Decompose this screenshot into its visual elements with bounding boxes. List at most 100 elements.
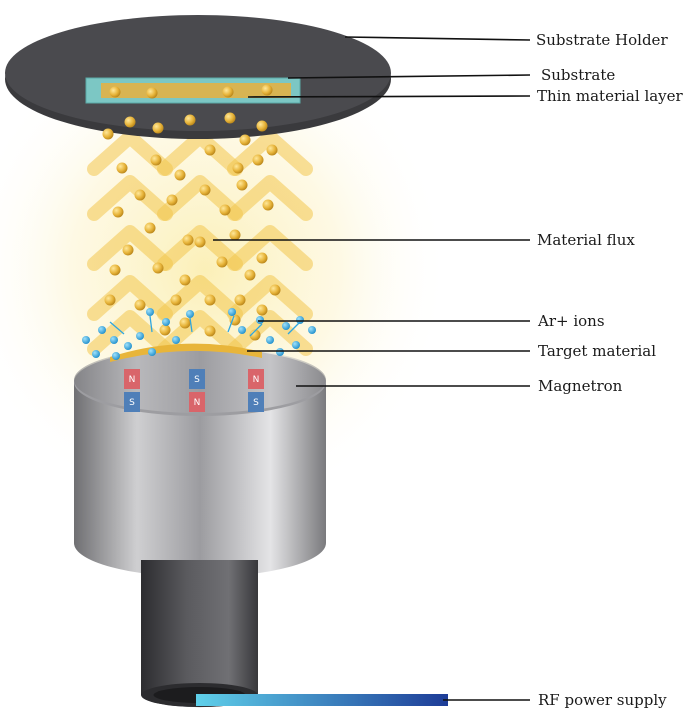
label-thin-material-layer: Thin material layer bbox=[537, 87, 684, 105]
ar-ion bbox=[162, 318, 170, 326]
magnet-pole-label: N bbox=[253, 375, 260, 385]
material-particle bbox=[229, 229, 241, 241]
magnet-pole-label: S bbox=[253, 398, 259, 408]
material-particle bbox=[122, 244, 134, 256]
label-rf-power-supply: RF power supply bbox=[538, 691, 667, 709]
ar-ion bbox=[228, 308, 236, 316]
leader-thin-layer bbox=[247, 95, 531, 98]
material-particle bbox=[216, 256, 228, 268]
ion-arrow bbox=[287, 321, 301, 335]
leader-substrate-holder bbox=[344, 36, 531, 41]
flux-chevron bbox=[227, 130, 313, 176]
magnet-pole-label: N bbox=[129, 375, 136, 385]
material-particle bbox=[194, 236, 206, 248]
ar-ion bbox=[276, 348, 284, 356]
ion-arrow bbox=[249, 323, 263, 337]
ar-ion bbox=[148, 348, 156, 356]
ar-ion bbox=[92, 350, 100, 358]
label-substrate-holder: Substrate Holder bbox=[536, 31, 668, 49]
magnet-pole-n bbox=[189, 392, 205, 412]
material-particle bbox=[266, 144, 278, 156]
material-particle bbox=[256, 252, 268, 264]
material-particle bbox=[109, 86, 121, 98]
flux-chevron bbox=[87, 225, 173, 271]
material-particle bbox=[204, 325, 216, 337]
material-particle bbox=[222, 86, 234, 98]
flux-chevron bbox=[227, 310, 313, 356]
material-particle bbox=[256, 304, 268, 316]
target-material bbox=[110, 343, 262, 362]
rf-cable bbox=[196, 694, 448, 706]
material-particle bbox=[134, 299, 146, 311]
material-particle bbox=[179, 317, 191, 329]
flux-chevron bbox=[87, 310, 173, 356]
magnet-pole-s bbox=[189, 369, 205, 389]
ar-ion bbox=[110, 336, 118, 344]
magnet-pole-n bbox=[248, 369, 264, 389]
ar-ion bbox=[292, 341, 300, 349]
material-particle bbox=[249, 329, 261, 341]
material-particle bbox=[244, 269, 256, 281]
material-particle bbox=[104, 294, 116, 306]
material-particle bbox=[166, 194, 178, 206]
material-particles bbox=[102, 84, 281, 341]
ar-ion bbox=[112, 352, 120, 360]
magnet-pole-s bbox=[124, 392, 140, 412]
label-ar-ions: Ar+ ions bbox=[537, 312, 605, 330]
label-magnetron: Magnetron bbox=[538, 377, 623, 395]
magnet-pole-label: S bbox=[194, 375, 200, 385]
ar-ion bbox=[146, 308, 154, 316]
material-particle bbox=[144, 222, 156, 234]
ar-ion bbox=[282, 322, 290, 330]
material-particle bbox=[262, 199, 274, 211]
leader-lines bbox=[213, 36, 531, 701]
material-particle bbox=[199, 184, 211, 196]
magnetron-stem bbox=[141, 560, 258, 708]
label-material-flux: Material flux bbox=[537, 231, 635, 249]
flux-chevron bbox=[157, 225, 243, 271]
ar-ion bbox=[238, 326, 246, 334]
ar-ion bbox=[98, 326, 106, 334]
leader-substrate bbox=[287, 74, 531, 79]
ion-arrow bbox=[227, 315, 235, 333]
material-particle bbox=[146, 87, 158, 99]
ar-ion bbox=[82, 336, 90, 344]
material-particle bbox=[184, 114, 196, 126]
magnet-pole-label: N bbox=[194, 398, 201, 408]
ar-ion bbox=[296, 316, 304, 324]
material-particle bbox=[252, 154, 264, 166]
ion-arrow bbox=[189, 317, 193, 333]
ar-ion bbox=[172, 336, 180, 344]
magnet-pole-n bbox=[124, 369, 140, 389]
material-particle bbox=[124, 116, 136, 128]
ar-ion bbox=[308, 326, 316, 334]
material-particle bbox=[256, 120, 268, 132]
flux-chevron bbox=[227, 275, 313, 321]
material-particle bbox=[182, 234, 194, 246]
material-particle bbox=[150, 154, 162, 166]
material-particle bbox=[109, 264, 121, 276]
ar-ion bbox=[256, 316, 264, 324]
ar-ion bbox=[136, 332, 144, 340]
ar-ion bbox=[266, 336, 274, 344]
ar-ion-particles bbox=[82, 308, 316, 360]
material-particle bbox=[269, 284, 281, 296]
material-particle bbox=[102, 128, 114, 140]
material-particle bbox=[179, 274, 191, 286]
label-substrate: Substrate bbox=[541, 66, 615, 84]
material-particle bbox=[174, 169, 186, 181]
material-particle bbox=[224, 112, 236, 124]
material-particle bbox=[204, 144, 216, 156]
material-particle bbox=[234, 294, 246, 306]
material-particle bbox=[152, 262, 164, 274]
material-particle bbox=[116, 162, 128, 174]
flux-chevron bbox=[227, 175, 313, 221]
material-particle bbox=[219, 204, 231, 216]
material-particle bbox=[261, 84, 273, 96]
magnet-pole-s bbox=[248, 392, 264, 412]
ion-arrow bbox=[149, 315, 153, 333]
material-particle bbox=[152, 122, 164, 134]
ion-arrow bbox=[109, 321, 125, 335]
